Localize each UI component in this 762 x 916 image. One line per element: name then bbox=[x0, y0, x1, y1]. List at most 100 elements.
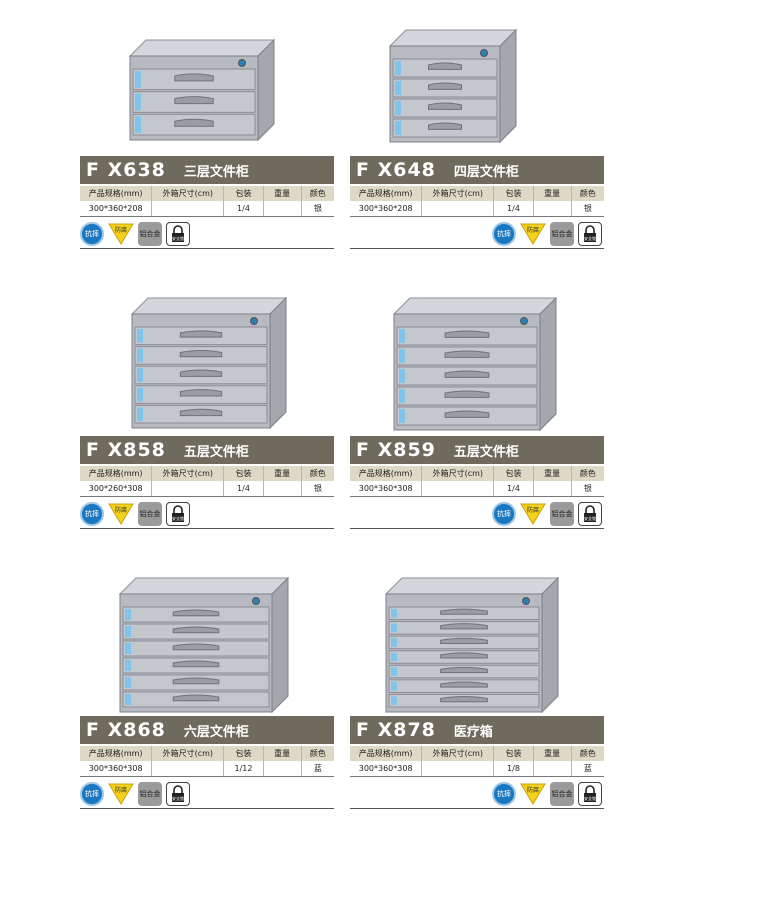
product-model: F X859 bbox=[356, 439, 436, 461]
drawer-label-slot bbox=[137, 329, 143, 343]
cabinet-top bbox=[392, 297, 558, 315]
anti-corrosion-icon: 防腐 bbox=[108, 222, 134, 246]
lock-icon: 安全锁 bbox=[166, 502, 190, 526]
drawer-handle bbox=[440, 637, 488, 644]
spec-value-row: 300*260*308 1/4 银 bbox=[80, 481, 334, 497]
product-title-bar: F X638 三层文件柜 bbox=[80, 156, 334, 184]
drawer-handle bbox=[428, 82, 462, 90]
product-name: 四层文件柜 bbox=[453, 164, 519, 180]
spec-header-row: 产品规格(mm) 外箱尺寸(cm) 包装 重量 颜色 bbox=[80, 186, 334, 201]
header-outer: 外箱尺寸(cm) bbox=[421, 746, 495, 761]
header-weight: 重量 bbox=[533, 746, 572, 761]
svg-text:防腐: 防腐 bbox=[115, 506, 127, 514]
product-model: F X878 bbox=[356, 719, 436, 741]
product-name: 三层文件柜 bbox=[183, 164, 249, 180]
anti-drop-icon: 抗摔 bbox=[80, 222, 104, 246]
drawer-handle bbox=[444, 350, 490, 358]
anti-corrosion-icon: 防腐 bbox=[108, 782, 134, 806]
product-name: 五层文件柜 bbox=[453, 444, 519, 460]
header-size: 产品规格(mm) bbox=[350, 186, 423, 201]
value-weight bbox=[263, 481, 302, 497]
value-pack: 1/4 bbox=[223, 481, 264, 497]
cabinet-lock bbox=[480, 49, 488, 57]
anti-corrosion-icon: 防腐 bbox=[108, 502, 134, 526]
product-title-bar: F X878 医疗箱 bbox=[350, 716, 604, 744]
anti-corrosion-icon: 防腐 bbox=[520, 222, 546, 246]
product-model: F X858 bbox=[86, 439, 166, 461]
header-pack: 包装 bbox=[223, 466, 264, 481]
lock-icon: 安全锁 bbox=[578, 782, 602, 806]
header-weight: 重量 bbox=[263, 186, 302, 201]
divider bbox=[80, 528, 334, 529]
value-outer bbox=[151, 761, 225, 777]
cabinet-lock bbox=[250, 317, 258, 325]
spec-table: 产品规格(mm) 外箱尺寸(cm) 包装 重量 颜色 300*260*308 1… bbox=[80, 466, 334, 497]
header-color: 颜色 bbox=[571, 746, 604, 761]
header-weight: 重量 bbox=[263, 746, 302, 761]
drawer-handle bbox=[428, 122, 462, 130]
value-weight bbox=[533, 761, 572, 777]
header-outer: 外箱尺寸(cm) bbox=[151, 466, 225, 481]
aluminum-alloy-icon: 铝合金 bbox=[550, 782, 574, 806]
svg-text:安全锁: 安全锁 bbox=[172, 515, 184, 521]
header-size: 产品规格(mm) bbox=[80, 746, 153, 761]
header-weight: 重量 bbox=[533, 466, 572, 481]
svg-text:防腐: 防腐 bbox=[115, 786, 127, 794]
spec-header-row: 产品规格(mm) 外箱尺寸(cm) 包装 重量 颜色 bbox=[350, 186, 604, 201]
header-pack: 包装 bbox=[493, 186, 534, 201]
header-color: 颜色 bbox=[301, 746, 334, 761]
divider bbox=[350, 808, 604, 809]
spec-table: 产品规格(mm) 外箱尺寸(cm) 包装 重量 颜色 300*360*308 1… bbox=[80, 746, 334, 777]
svg-text:安全锁: 安全锁 bbox=[584, 235, 596, 241]
value-color: 银 bbox=[571, 481, 604, 497]
lock-icon: 安全锁 bbox=[166, 222, 190, 246]
drawer-handle bbox=[440, 652, 488, 659]
value-size: 300*260*308 bbox=[80, 481, 153, 497]
cabinet-lock bbox=[520, 317, 528, 325]
drawer-handle bbox=[172, 626, 220, 634]
header-pack: 包装 bbox=[493, 466, 534, 481]
spec-table: 产品规格(mm) 外箱尺寸(cm) 包装 重量 颜色 300*360*208 1… bbox=[80, 186, 334, 217]
feature-icons: 抗摔 防腐 铝合金 安全锁 bbox=[492, 782, 602, 806]
drawer-handle bbox=[428, 62, 462, 70]
drawer-label-slot bbox=[395, 61, 401, 75]
header-color: 颜色 bbox=[571, 466, 604, 481]
value-pack: 1/4 bbox=[223, 201, 264, 217]
drawer-label-slot bbox=[391, 696, 397, 705]
drawer-handle bbox=[174, 73, 214, 82]
divider bbox=[350, 528, 604, 529]
product-title-bar: F X858 五层文件柜 bbox=[80, 436, 334, 464]
drawer-label-slot bbox=[391, 652, 397, 662]
drawer-handle bbox=[172, 660, 220, 668]
value-size: 300*360*208 bbox=[80, 201, 153, 217]
value-pack: 1/12 bbox=[223, 761, 264, 777]
cabinet-lock bbox=[252, 597, 260, 605]
drawer-label-slot bbox=[391, 667, 397, 676]
product-title-bar: F X868 六层文件柜 bbox=[80, 716, 334, 744]
header-color: 颜色 bbox=[301, 186, 334, 201]
anti-drop-icon: 抗摔 bbox=[80, 782, 104, 806]
drawer-label-slot bbox=[391, 681, 397, 691]
product-name: 六层文件柜 bbox=[183, 724, 249, 740]
drawer-handle bbox=[440, 696, 488, 703]
drawer-label-slot bbox=[399, 349, 405, 363]
cabinet-side bbox=[257, 38, 275, 142]
drawer-label-slot bbox=[137, 387, 143, 402]
drawer-handle bbox=[444, 370, 490, 378]
header-size: 产品规格(mm) bbox=[80, 186, 153, 201]
cabinet-lock bbox=[238, 59, 246, 67]
header-color: 颜色 bbox=[301, 466, 334, 481]
drawer-label-slot bbox=[135, 93, 141, 111]
value-weight bbox=[263, 761, 302, 777]
product-title-bar: F X648 四层文件柜 bbox=[350, 156, 604, 184]
header-weight: 重量 bbox=[533, 186, 572, 201]
header-outer: 外箱尺寸(cm) bbox=[151, 746, 225, 761]
spec-table: 产品规格(mm) 外箱尺寸(cm) 包装 重量 颜色 300*360*308 1… bbox=[350, 746, 604, 777]
header-pack: 包装 bbox=[493, 746, 534, 761]
spec-header-row: 产品规格(mm) 外箱尺寸(cm) 包装 重量 颜色 bbox=[80, 746, 334, 761]
value-color: 蓝 bbox=[571, 761, 604, 777]
drawer-handle bbox=[440, 623, 488, 630]
cabinet-lock bbox=[522, 597, 530, 605]
value-size: 300*360*308 bbox=[80, 761, 153, 777]
drawer-handle bbox=[179, 369, 223, 377]
